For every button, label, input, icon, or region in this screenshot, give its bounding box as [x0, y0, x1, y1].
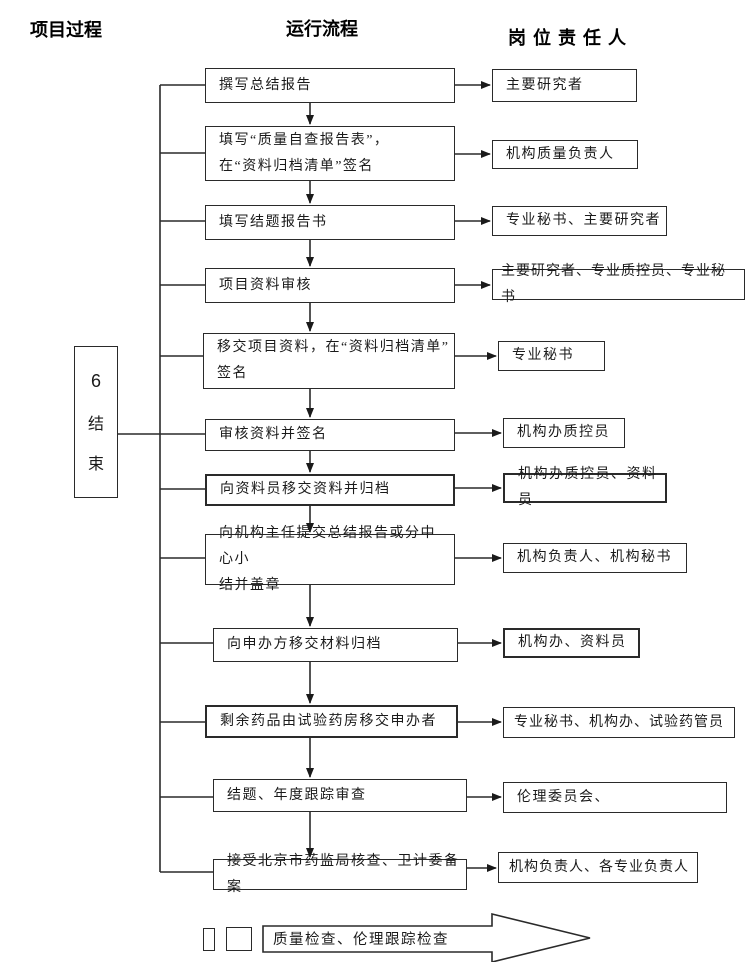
owner-box-10: 专业秘书、机构办、试验药管员	[503, 707, 735, 738]
process-label-3: 填写结题报告书	[219, 214, 328, 230]
owner-label-3: 专业秘书、主要研究者	[506, 213, 661, 228]
owner-box-5: 专业秘书	[498, 341, 605, 371]
end-stage-number: 6	[90, 371, 101, 392]
process-label-5: 移交项目资料，在“资料归档清单” 签名	[217, 340, 450, 381]
owner-box-2: 机构质量负责人	[492, 140, 638, 169]
process-label-12: 接受北京市药监局核查、卫计委备案	[227, 853, 460, 895]
process-box-7: 向资料员移交资料并归档	[205, 474, 455, 506]
process-label-7: 向资料员移交资料并归档	[220, 482, 391, 497]
end-stage-char-1: 结	[87, 415, 104, 433]
owner-box-8: 机构负责人、机构秘书	[503, 543, 687, 573]
owner-label-1: 主要研究者	[506, 77, 584, 93]
process-label-1: 撰写总结报告	[219, 77, 312, 93]
owner-box-11: 伦理委员会、	[503, 782, 727, 813]
column-header-process-stage: 项目过程	[30, 20, 102, 40]
process-box-2: 填写“质量自查报告表”， 在“资料归档清单”签名	[205, 126, 455, 181]
process-box-8: 向机构主任提交总结报告或分中心小 结并盖章	[205, 526, 455, 593]
end-stage-char-2: 束	[87, 455, 104, 473]
owner-label-8: 机构负责人、机构秘书	[517, 550, 672, 565]
process-label-6: 审核资料并签名	[219, 427, 328, 442]
owner-label-4: 主要研究者、专业质控员、专业秘书	[501, 263, 726, 305]
owner-box-6: 机构办质控员	[503, 418, 625, 448]
owner-box-4: 主要研究者、专业质控员、专业秘书	[492, 264, 745, 305]
owner-label-9: 机构办、资料员	[518, 635, 627, 650]
process-label-4: 项目资料审核	[219, 277, 312, 293]
owner-box-9: 机构办、资料员	[503, 628, 640, 658]
owner-label-5: 专业秘书	[512, 348, 574, 363]
process-box-1: 撰写总结报告	[205, 68, 455, 103]
process-box-9: 向申办方移交材料归档	[213, 628, 458, 662]
process-box-10: 剩余药品由试验药房移交申办者	[205, 705, 458, 738]
process-box-3: 填写结题报告书	[205, 205, 455, 240]
process-box-12: 接受北京市药监局核查、卫计委备案	[213, 854, 467, 895]
process-label-11: 结题、年度跟踪审查	[227, 787, 367, 803]
owner-link-arrows	[455, 81, 502, 872]
column-header-flow: 运行流程	[286, 19, 358, 39]
legend-rect-narrow	[203, 928, 215, 951]
legend-arrow-shape	[262, 912, 591, 962]
owner-label-7: 机构办质控员、资料员	[518, 467, 658, 508]
column-header-responsible: 岗位责任人	[508, 28, 633, 48]
legend-rect-square	[226, 927, 252, 951]
owner-box-7: 机构办质控员、资料员	[503, 467, 667, 508]
legend-arrow-label: 质量检查、伦理跟踪检查	[273, 932, 449, 948]
owner-box-12: 机构负责人、各专业负责人	[498, 852, 698, 883]
process-label-9: 向申办方移交材料归档	[227, 637, 382, 652]
owner-label-11: 伦理委员会、	[517, 789, 610, 805]
process-box-11: 结题、年度跟踪审查	[213, 779, 467, 812]
owner-label-2: 机构质量负责人	[506, 146, 615, 162]
process-label-10: 剩余药品由试验药房移交申办者	[220, 713, 437, 729]
owner-box-1: 主要研究者	[492, 69, 637, 102]
end-stage-box: 6 结 束	[74, 346, 118, 498]
process-label-8: 向机构主任提交总结报告或分中心小 结并盖章	[219, 525, 436, 593]
owner-label-12: 机构负责人、各专业负责人	[509, 859, 689, 875]
process-box-6: 审核资料并签名	[205, 419, 455, 451]
process-box-5: 移交项目资料，在“资料归档清单” 签名	[203, 333, 455, 389]
process-label-2: 填写“质量自查报告表”， 在“资料归档清单”签名	[219, 132, 390, 174]
owner-label-6: 机构办质控员	[517, 425, 610, 440]
owner-box-3: 专业秘书、主要研究者	[492, 206, 667, 236]
process-box-4: 项目资料审核	[205, 268, 455, 303]
row-stub-lines	[160, 84, 213, 873]
owner-label-10: 专业秘书、机构办、试验药管员	[514, 714, 724, 730]
